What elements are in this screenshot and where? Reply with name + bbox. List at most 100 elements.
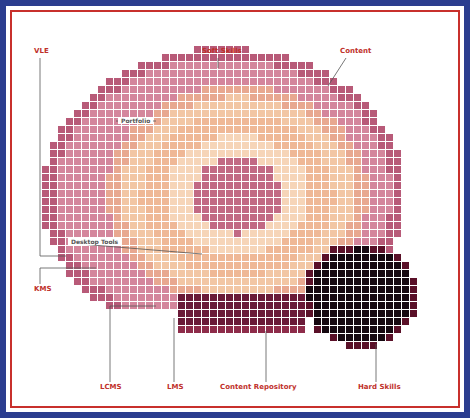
brain-pixel: [330, 278, 337, 285]
brain-pixel: [162, 134, 169, 141]
brain-pixel: [90, 246, 97, 253]
brain-pixel: [298, 150, 305, 157]
brain-pixel: [234, 198, 241, 205]
brain-pixel: [90, 270, 97, 277]
brain-pixel: [394, 326, 401, 333]
brain-pixel: [194, 182, 201, 189]
brain-pixel: [122, 246, 129, 253]
brain-pixel: [154, 302, 161, 309]
part-label: Hard Skills: [358, 384, 401, 392]
brain-pixel: [114, 94, 121, 101]
brain-pixel: [178, 102, 185, 109]
brain-pixel: [74, 134, 81, 141]
brain-pixel: [258, 190, 265, 197]
brain-pixel: [146, 286, 153, 293]
brain-pixel: [210, 62, 217, 69]
brain-pixel: [330, 294, 337, 301]
brain-pixel: [338, 134, 345, 141]
brain-pixel: [314, 310, 321, 317]
brain-pixel: [138, 198, 145, 205]
brain-pixel: [346, 270, 353, 277]
brain-pixel: [354, 158, 361, 165]
brain-pixel: [202, 62, 209, 69]
brain-pixel: [290, 302, 297, 309]
brain-pixel: [162, 78, 169, 85]
brain-pixel: [194, 126, 201, 133]
brain-pixel: [314, 214, 321, 221]
brain-pixel: [178, 286, 185, 293]
brain-pixel: [170, 102, 177, 109]
brain-pixel: [346, 182, 353, 189]
brain-pixel: [218, 54, 225, 61]
brain-pixel: [202, 182, 209, 189]
brain-pixel: [178, 262, 185, 269]
brain-pixel: [130, 238, 137, 245]
brain-pixel: [338, 238, 345, 245]
brain-pixel: [274, 246, 281, 253]
brain-pixel: [66, 246, 73, 253]
brain-pixel: [282, 278, 289, 285]
brain-pixel: [346, 126, 353, 133]
brain-pixel: [258, 286, 265, 293]
brain-pixel: [338, 86, 345, 93]
brain-pixel: [162, 174, 169, 181]
brain-pixel: [298, 134, 305, 141]
brain-pixel: [290, 318, 297, 325]
brain-pixel: [402, 270, 409, 277]
brain-pixel: [290, 214, 297, 221]
brain-pixel: [226, 222, 233, 229]
brain-pixel: [90, 206, 97, 213]
brain-pixel: [66, 126, 73, 133]
brain-pixel: [146, 190, 153, 197]
brain-pixel: [242, 326, 249, 333]
brain-pixel: [50, 174, 57, 181]
brain-pixel: [106, 222, 113, 229]
brain-pixel: [226, 166, 233, 173]
brain-pixel: [306, 94, 313, 101]
brain-pixel: [194, 150, 201, 157]
brain-pixel: [218, 78, 225, 85]
brain-pixel: [314, 150, 321, 157]
brain-pixel: [170, 174, 177, 181]
brain-pixel: [410, 278, 417, 285]
brain-pixel: [146, 174, 153, 181]
brain-pixel: [178, 294, 185, 301]
part-label: KMS: [34, 286, 51, 294]
brain-pixel: [242, 294, 249, 301]
brain-pixel: [130, 86, 137, 93]
brain-pixel: [314, 190, 321, 197]
brain-pixel: [258, 142, 265, 149]
brain-pixel: [74, 150, 81, 157]
brain-pixel: [226, 86, 233, 93]
brain-pixel: [82, 166, 89, 173]
brain-pixel: [202, 270, 209, 277]
brain-pixel: [162, 150, 169, 157]
brain-pixel: [258, 270, 265, 277]
brain-pixel: [378, 142, 385, 149]
brain-pixel: [130, 94, 137, 101]
brain-pixel: [106, 302, 113, 309]
brain-pixel: [234, 126, 241, 133]
brain-pixel: [170, 54, 177, 61]
brain-pixel: [98, 254, 105, 261]
brain-pixel: [146, 102, 153, 109]
brain-pixel: [186, 302, 193, 309]
brain-pixel: [90, 182, 97, 189]
brain-pixel: [346, 310, 353, 317]
brain-pixel: [298, 126, 305, 133]
brain-pixel: [338, 94, 345, 101]
brain-pixel: [194, 318, 201, 325]
brain-pixel: [162, 86, 169, 93]
brain-pixel: [250, 190, 257, 197]
brain-pixel: [258, 262, 265, 269]
brain-pixel: [106, 262, 113, 269]
brain-pixel: [298, 254, 305, 261]
brain-pixel: [258, 214, 265, 221]
brain-pixel: [114, 174, 121, 181]
brain-pixel: [266, 270, 273, 277]
brain-pixel: [274, 78, 281, 85]
brain-pixel: [354, 94, 361, 101]
brain-pixel: [362, 126, 369, 133]
brain-pixel: [178, 190, 185, 197]
brain-pixel: [138, 166, 145, 173]
